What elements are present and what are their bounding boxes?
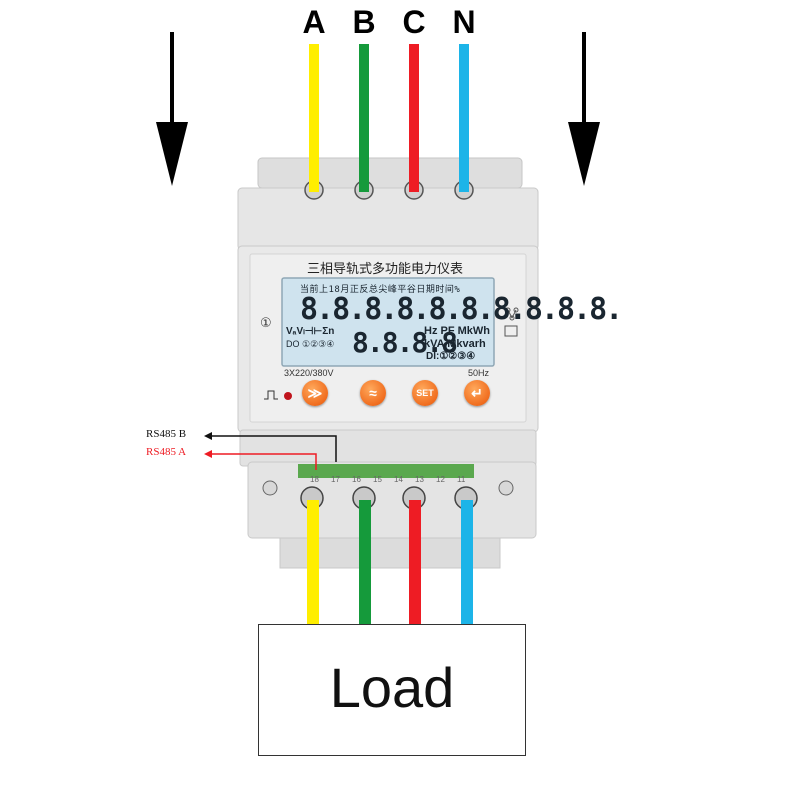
frequency-label: 50Hz (468, 368, 490, 378)
meter-title: 三相导轨式多功能电力仪表 (306, 262, 463, 277)
wire-b-out (359, 500, 371, 624)
terminal-number: 18 (310, 475, 319, 484)
wire-c-out (409, 500, 421, 624)
up-button[interactable]: ≈ (360, 380, 386, 406)
load-box: Load (258, 624, 526, 756)
lcd-screen (281, 277, 495, 367)
next-button[interactable]: ≫ (302, 380, 328, 406)
terminal-number: 17 (331, 475, 340, 484)
channel-mark: ① (260, 316, 272, 331)
phase-label-c: C (402, 4, 426, 40)
wire-c-in (409, 44, 419, 192)
rs485-b-line (204, 432, 337, 462)
rs485-b-label: RS485 B (146, 428, 187, 440)
lcd-left-row1: VₐVₗ⊣⊢Σn (286, 326, 335, 337)
load-label: Load (329, 656, 455, 719)
terminal-number: 12 (436, 475, 445, 484)
output-wires (307, 500, 473, 624)
terminal-number: 16 (352, 475, 361, 484)
wire-b-in (359, 44, 369, 192)
phase-label-a: A (302, 4, 326, 40)
pulse-icon (264, 390, 278, 400)
lcd-units-row2: kVA Mkvarh (424, 338, 486, 350)
lcd-di-row: DI:①②③④ (426, 351, 476, 362)
phase-label-b: B (352, 4, 376, 40)
wire-n-in (459, 44, 469, 192)
network-icon (504, 307, 519, 337)
enter-icon: ↵ (471, 385, 483, 401)
pulse-led (284, 392, 292, 400)
rs485-a-label: RS485 A (146, 446, 187, 458)
enter-button[interactable]: ↵ (464, 380, 490, 406)
rs485-a-line (204, 450, 317, 470)
double-chevron-up-icon: ≈ (369, 385, 377, 401)
rating-label: 3X220/380V (284, 368, 334, 378)
lcd-sub-digits: 8.8.8.8 (352, 326, 458, 359)
lcd-top-row: 当前上18月正反总尖峰平谷日期时间% (300, 285, 461, 295)
phase-label-n: N (452, 4, 476, 40)
wire-a-in (309, 44, 319, 192)
input-wires (309, 44, 469, 192)
terminal-strip (298, 464, 474, 478)
right-down-arrow (568, 32, 600, 186)
lcd-left-row2: DO ①②③④ (286, 339, 335, 349)
set-icon: SET (416, 388, 434, 398)
lcd-main-digits: 8.8.8.8.8.8.8.8.8.8. (300, 292, 623, 327)
terminal-number: 15 (373, 475, 382, 484)
terminal-number: 13 (415, 475, 424, 484)
lcd-units-row1: Hz PF MkWh (424, 325, 490, 337)
double-chevron-right-icon: ≫ (307, 385, 323, 401)
terminal-number: 14 (394, 475, 403, 484)
wire-n-out (461, 500, 473, 624)
wire-a-out (307, 500, 319, 624)
set-button[interactable]: SET (412, 380, 438, 406)
terminal-number: 11 (457, 475, 466, 484)
left-down-arrow (156, 32, 188, 186)
